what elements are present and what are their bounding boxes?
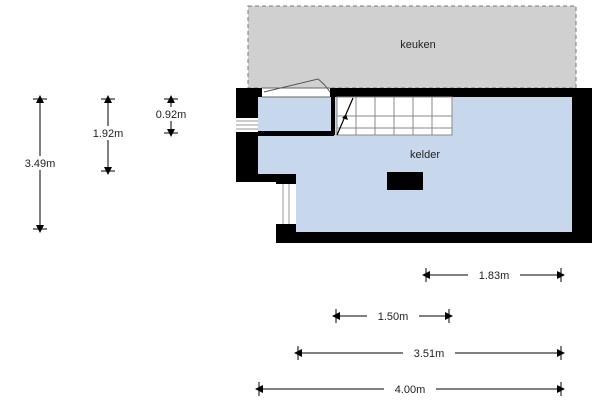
dimension-vertical-1: 3.49m [16,95,64,233]
left-window [236,118,258,132]
dimension-vertical-3: 0.92m [146,95,196,137]
dimension-label-1-83: 1.83m [479,270,510,282]
dimension-label-0-92: 0.92m [156,109,187,121]
door [262,78,331,98]
dimension-label-1-50: 1.50m [378,311,409,323]
vertical-dimensions: 3.49m 1.92m 0.92m [16,95,196,233]
dimension-label-4-00: 4.00m [395,384,426,396]
dimension-label-3-49: 3.49m [25,158,56,170]
horizontal-dimensions: 1.83m 1.50m 3.51m 4.00m [255,268,565,396]
lower-left-window [276,184,296,224]
dimension-vertical-2: 1.92m [84,95,132,175]
staircase [336,96,453,136]
kitchen-room: keuken [247,5,577,89]
dimension-label-3-51: 3.51m [414,348,445,360]
basement-fixture [387,172,423,190]
basement-label: kelder [410,149,440,161]
dimension-horizontal-3: 3.51m [294,346,565,360]
dimension-horizontal-2: 1.50m [332,309,453,323]
dimension-label-1-92: 1.92m [93,128,124,140]
dimension-horizontal-1: 1.83m [422,268,565,282]
dimension-horizontal-4: 4.00m [255,382,565,396]
kitchen-label: keuken [400,39,435,51]
